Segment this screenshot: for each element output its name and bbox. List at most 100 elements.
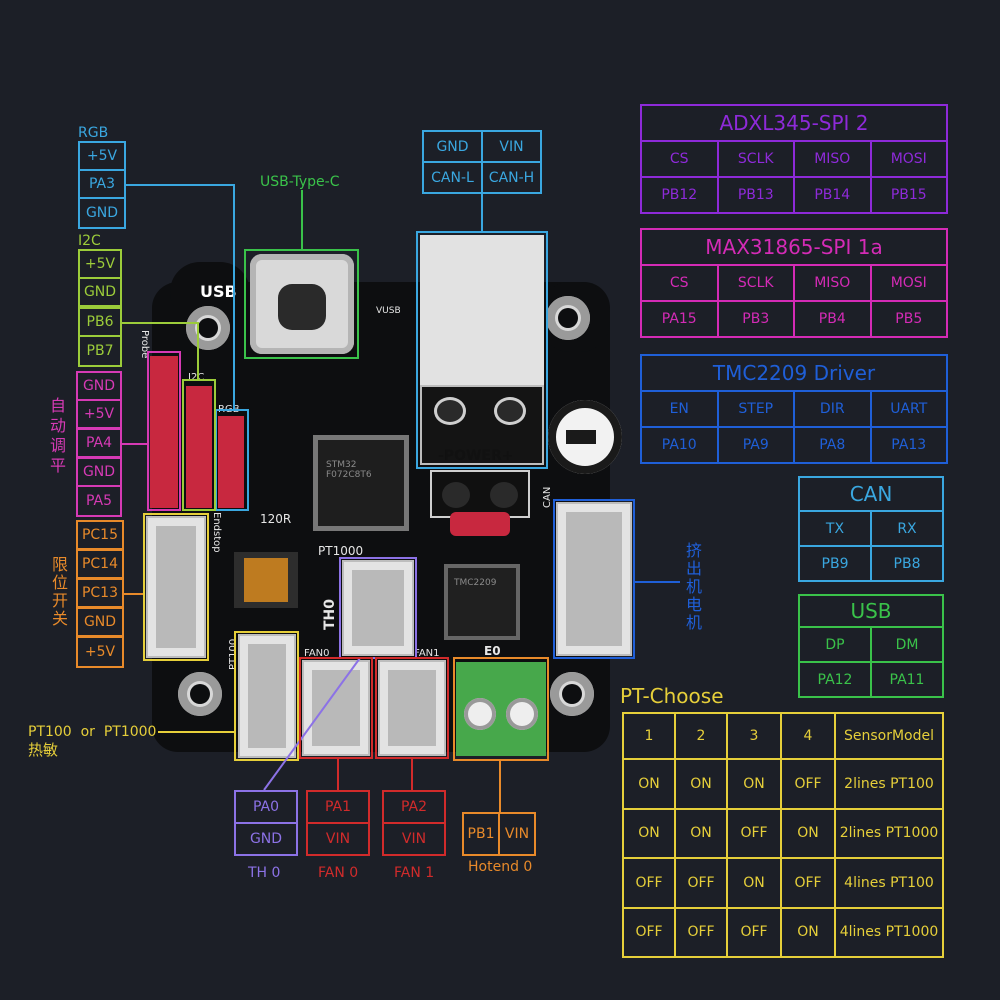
tmc-h3: DIR [793, 390, 872, 428]
pt-r2c2: ON [674, 807, 728, 859]
usb-type-c-label: USB-Type-C [260, 174, 340, 190]
motor-connector [556, 502, 632, 656]
can-v2: PB8 [870, 545, 944, 582]
adxl-h2: SCLK [716, 140, 795, 178]
adxl-h3: MISO [793, 140, 872, 178]
pt-r4c3: OFF [726, 906, 782, 958]
probe-title: 自动调平 [50, 396, 67, 475]
usb-title: USB [798, 594, 944, 628]
adxl-v4: PB15 [869, 176, 948, 214]
pt-h2: 2 [674, 712, 728, 760]
probe-header [150, 356, 178, 508]
usb-h2: DM [870, 626, 944, 663]
max-h1: CS [640, 264, 719, 302]
usb-c-port [250, 254, 354, 354]
tmc-v4: PA13 [869, 426, 948, 464]
pt-r1c3: ON [726, 758, 782, 810]
pt-r2c4: ON [780, 807, 836, 859]
can-power-connector [420, 235, 544, 465]
pt-r3c5: 4lines PT100 [834, 857, 944, 909]
can-h1: TX [798, 510, 872, 547]
hotend-terminal [456, 662, 546, 756]
power-gnd: GND [422, 130, 483, 163]
max-title: MAX31865-SPI 1a [640, 228, 948, 266]
pt-r2c1: ON [622, 807, 676, 859]
rgb-header [218, 416, 244, 508]
mount-hole-tl [186, 306, 230, 350]
th0-connector [342, 560, 414, 656]
pt-r2c5: 2lines PT1000 [834, 807, 944, 859]
tmc-h1: EN [640, 390, 719, 428]
pt-h1: 1 [622, 712, 676, 760]
max-v4: PB5 [869, 300, 948, 338]
silk-fan1: FAN1 [414, 648, 440, 659]
pt-r3c1: OFF [622, 857, 676, 909]
pt-h4: 4 [780, 712, 836, 760]
fan0-pin-1: PA1 [306, 790, 370, 824]
usb-v2: PA11 [870, 661, 944, 698]
silk-i2c: I2C [188, 372, 205, 383]
max-h2: SCLK [716, 264, 795, 302]
fan0-connector [302, 660, 370, 756]
usb-v1: PA12 [798, 661, 872, 698]
silk-120r: 120R [260, 512, 292, 526]
silk-e0: E0 [484, 644, 501, 658]
endstop-connector [146, 516, 206, 658]
fan1-label: FAN 1 [394, 865, 435, 881]
fan1-pin-1: PA2 [382, 790, 446, 824]
pt-r3c2: OFF [674, 857, 728, 909]
fan1-connector [378, 660, 446, 756]
silk-usb: USB [200, 282, 237, 301]
power-can-l: CAN-L [422, 161, 483, 194]
hotend-label: Hotend 0 [468, 859, 533, 875]
adxl-v3: PB14 [793, 176, 872, 214]
pt-r2c3: OFF [726, 807, 782, 859]
pt-r1c2: ON [674, 758, 728, 810]
pt-sensor-line2: 热敏 [28, 741, 59, 759]
pt-r4c2: OFF [674, 906, 728, 958]
adxl-title: ADXL345-SPI 2 [640, 104, 948, 142]
can-title: CAN [798, 476, 944, 512]
power-can-h: CAN-H [481, 161, 542, 194]
i2c-pin-4: PB7 [78, 335, 122, 367]
tmc-v1: PA10 [640, 426, 719, 464]
fan0-pin-2: VIN [306, 822, 370, 856]
th0-pin-2: GND [234, 822, 298, 856]
pt100-connector [238, 634, 296, 758]
can-v1: PB9 [798, 545, 872, 582]
pt-r4c5: 4lines PT1000 [834, 906, 944, 958]
silk-fan0: FAN0 [304, 648, 330, 659]
pt-r1c4: OFF [780, 758, 836, 810]
silk-power: -POWER+ [438, 448, 514, 464]
th0-label: TH 0 [248, 865, 281, 881]
mcu-chip: STM32 F072C8T6 [318, 440, 404, 526]
silk-pt1000: PT1000 [318, 544, 364, 558]
pt-r1c1: ON [622, 758, 676, 810]
pt-r4c1: OFF [622, 906, 676, 958]
silk-vusb: VUSB [376, 306, 401, 316]
power-vin: VIN [481, 130, 542, 163]
tmc-v3: PA8 [793, 426, 872, 464]
pt-choose-table: 1 2 3 4 SensorModel ON ON ON OFF 2lines … [622, 712, 944, 958]
adxl-v2: PB13 [716, 176, 795, 214]
tmc-title: TMC2209 Driver [640, 354, 948, 392]
dip-switch [234, 552, 298, 608]
i2c-header [186, 386, 212, 508]
hotend-pin-2: VIN [498, 812, 536, 856]
mount-hole-bl [178, 672, 222, 716]
can-h2: RX [870, 510, 944, 547]
mount-hole-br [550, 672, 594, 716]
tmc-h2: STEP [716, 390, 795, 428]
capacitor [548, 400, 622, 474]
pt-h5: SensorModel [834, 712, 944, 760]
mount-hole-tr [546, 296, 590, 340]
fan1-pin-2: VIN [382, 822, 446, 856]
pt-sensor-line1: PT100 or PT1000 [28, 724, 157, 740]
